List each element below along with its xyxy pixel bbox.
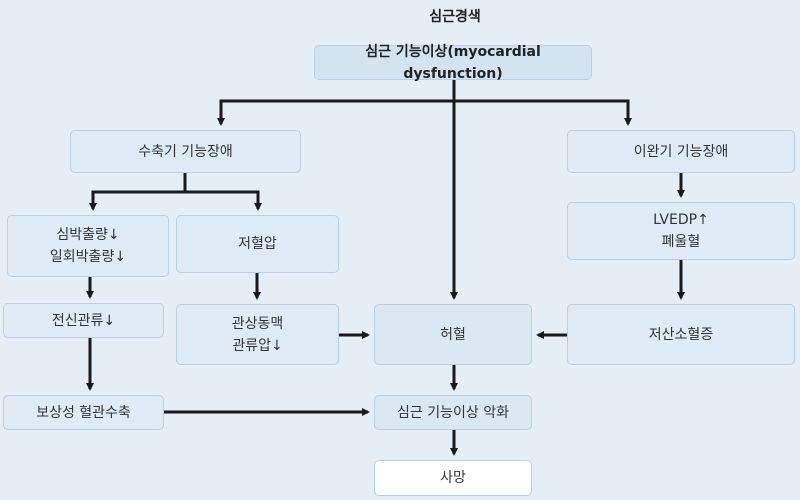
node-label: 사망 [440, 470, 466, 486]
node-label-line: 관류압↓ [232, 337, 283, 354]
node-death: 사망 [374, 460, 532, 496]
node-hypotension: 저혈압 [176, 215, 339, 273]
node-label: 저혈압 [238, 236, 277, 252]
node-systolic-dysfunction: 수축기 기능장애 [70, 130, 301, 173]
node-label-line: 심박출량↓ [56, 227, 120, 243]
node-label: 수축기 기능장애 [138, 143, 233, 160]
node-label: 허혈 [440, 326, 466, 343]
node-hypoxemia: 저산소혈증 [567, 304, 795, 365]
node-label: 이완기 기능장애 [633, 143, 729, 160]
node-label: 심근 기능이상(myocardial dysfunction) [365, 43, 541, 82]
arrow-systolic-cardiac-output [89, 173, 187, 211]
arrow-root-diastolic [454, 99, 632, 126]
node-lvedp: LVEDP↑ 폐울혈 [567, 202, 795, 260]
node-label: 심근 기능이상 악화 [397, 404, 509, 421]
node-compensatory-vasoconstriction: 보상성 혈관수축 [3, 395, 164, 430]
node-worsening-dysfunction: 심근 기능이상 악화 [374, 395, 532, 430]
node-label: 저산소혈증 [648, 326, 714, 343]
arrow-systolic-hypotension [185, 190, 262, 211]
node-label-line: 관상동맥 [231, 315, 284, 332]
node-label-line: LVEDP↑ [653, 212, 709, 228]
arrow-root-systolic [217, 80, 456, 126]
node-label-line: 폐울혈 [661, 234, 701, 250]
diagram-title: 심근경색 [429, 9, 481, 25]
node-label: 전신관류↓ [51, 312, 116, 329]
node-label: 보상성 혈관수축 [36, 404, 131, 421]
node-ischemia: 허혈 [374, 304, 532, 365]
node-diastolic-dysfunction: 이완기 기능장애 [567, 130, 795, 173]
node-coronary-perfusion: 관상동맥 관류압↓ [176, 304, 339, 365]
node-cardiac-output: 심박출량↓ 일회박출량↓ [7, 215, 169, 277]
node-systemic-perfusion: 전신관류↓ [3, 303, 164, 338]
node-myocardial-dysfunction: 심근 기능이상(myocardial dysfunction) [314, 44, 592, 82]
node-label-line: 일회박출량↓ [49, 249, 127, 265]
